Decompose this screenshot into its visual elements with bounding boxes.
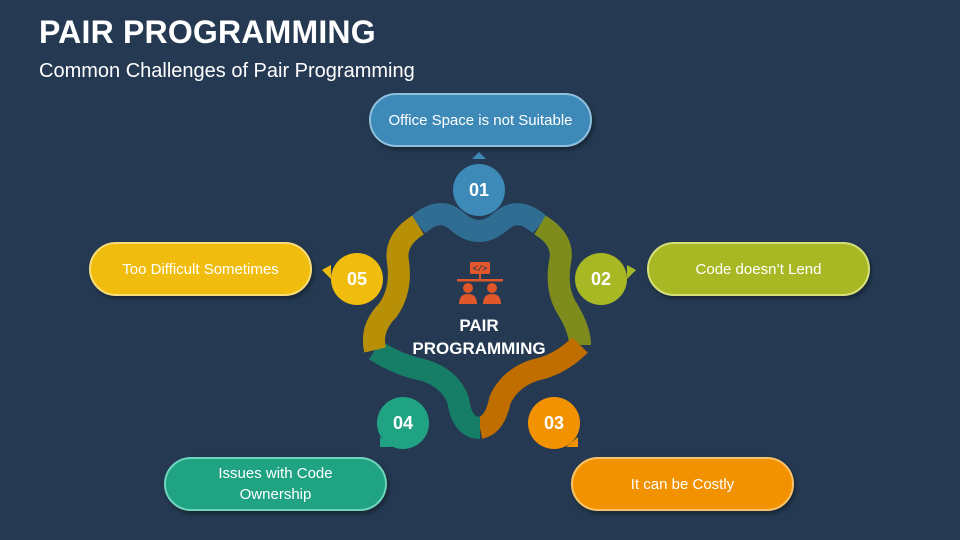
center-label-line2: PROGRAMMING xyxy=(412,339,546,358)
pointer-03-icon xyxy=(566,437,578,447)
ring-segment-03 xyxy=(476,337,588,439)
svg-text:</>: </> xyxy=(473,265,488,274)
challenge-label-05: Too Difficult Sometimes xyxy=(122,260,279,278)
ring-segment-04 xyxy=(368,340,482,439)
challenge-label-02: Code doesn’t Lend xyxy=(695,260,822,278)
page-title: PAIR PROGRAMMING xyxy=(39,14,376,50)
ring-segment-01 xyxy=(410,203,548,242)
center-label-line1: PAIR xyxy=(459,316,499,335)
number-badge-01: 01 xyxy=(453,164,505,216)
ring-segment-05 xyxy=(362,215,425,353)
number-badge-03: 03 xyxy=(528,397,580,449)
challenge-card-01: Office Space is not Suitable xyxy=(369,93,592,147)
challenge-card-03: It can be Costly xyxy=(571,457,794,511)
challenge-label-04: Issues with Code Ownership xyxy=(218,465,333,503)
pointer-05-icon xyxy=(322,265,331,279)
challenge-label-03: It can be Costly xyxy=(630,475,735,493)
number-badge-05: 05 xyxy=(331,253,383,305)
challenge-card-04: Issues with Code Ownership xyxy=(164,457,387,511)
challenge-card-02: Code doesn’t Lend xyxy=(647,242,870,296)
page-subtitle: Common Challenges of Pair Programming xyxy=(39,60,415,82)
pointer-01-icon xyxy=(472,152,486,159)
number-badge-02: 02 xyxy=(575,253,627,305)
number-badge-04: 04 xyxy=(377,397,429,449)
ring-segment-02 xyxy=(533,215,591,346)
challenge-label-01: Office Space is not Suitable xyxy=(388,111,573,129)
pair-programming-icon: </> xyxy=(457,262,503,304)
challenge-card-05: Too Difficult Sometimes xyxy=(89,242,312,296)
pointer-02-icon xyxy=(627,265,636,279)
center-label: PAIR PROGRAMMING xyxy=(389,314,569,360)
